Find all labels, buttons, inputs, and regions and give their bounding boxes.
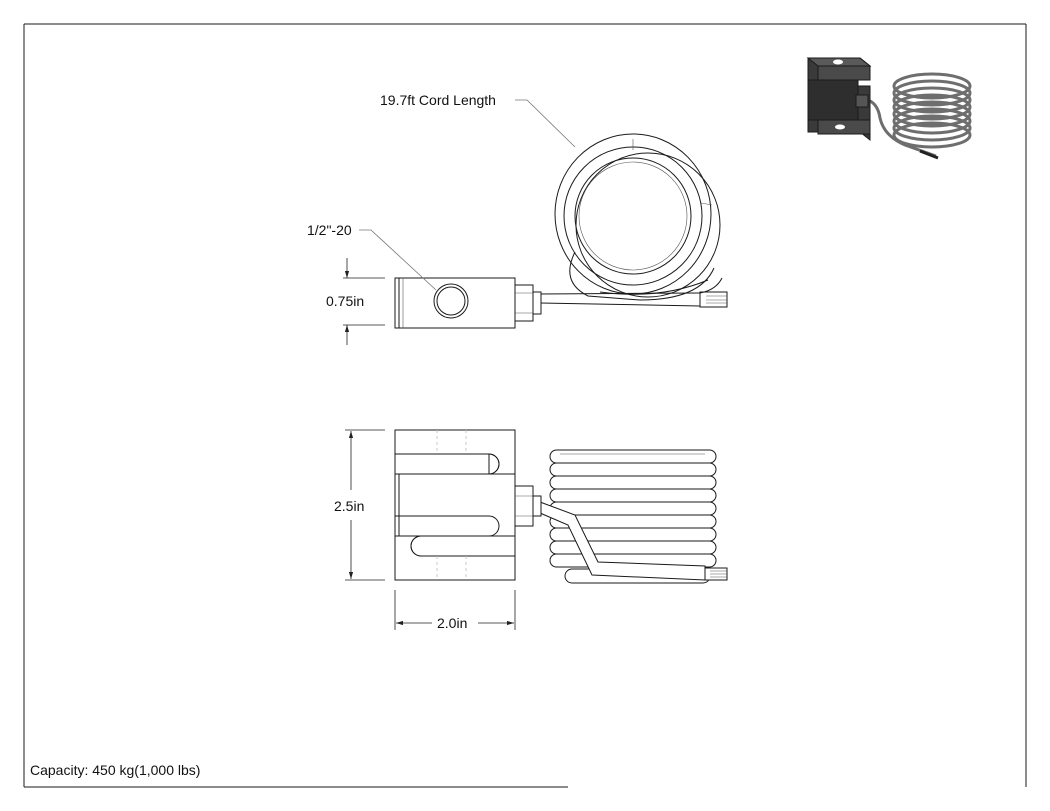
capacity-label: Capacity: 450 kg(1,000 lbs) <box>30 762 200 778</box>
cord-length-leader <box>515 99 576 148</box>
top-view-cable <box>539 277 728 308</box>
front-view-s-body <box>394 429 516 581</box>
front-view-cable <box>539 501 728 581</box>
top-view-threaded-hole <box>433 283 469 319</box>
thread-size-label: 1/2"-20 <box>307 222 352 238</box>
top-view-cable-coil <box>554 133 721 301</box>
sheet-border <box>23 23 1027 788</box>
iso-cable-coil <box>867 72 972 160</box>
front-view-cable-nut <box>514 485 542 527</box>
cord-length-label: 19.7ft Cord Length <box>380 92 496 108</box>
width-label: 2.0in <box>437 615 467 631</box>
top-view-load-cell-body <box>394 277 542 329</box>
thread-leader <box>359 229 437 291</box>
iso-s-body <box>806 57 872 142</box>
height-dimension <box>345 429 385 581</box>
height-label: 2.5in <box>334 498 364 514</box>
width-dimension <box>394 590 516 630</box>
thickness-label: 0.75in <box>326 293 364 309</box>
front-view <box>345 429 728 630</box>
thickness-dimension <box>343 258 385 345</box>
isometric-view <box>806 57 972 160</box>
top-view <box>343 99 728 345</box>
